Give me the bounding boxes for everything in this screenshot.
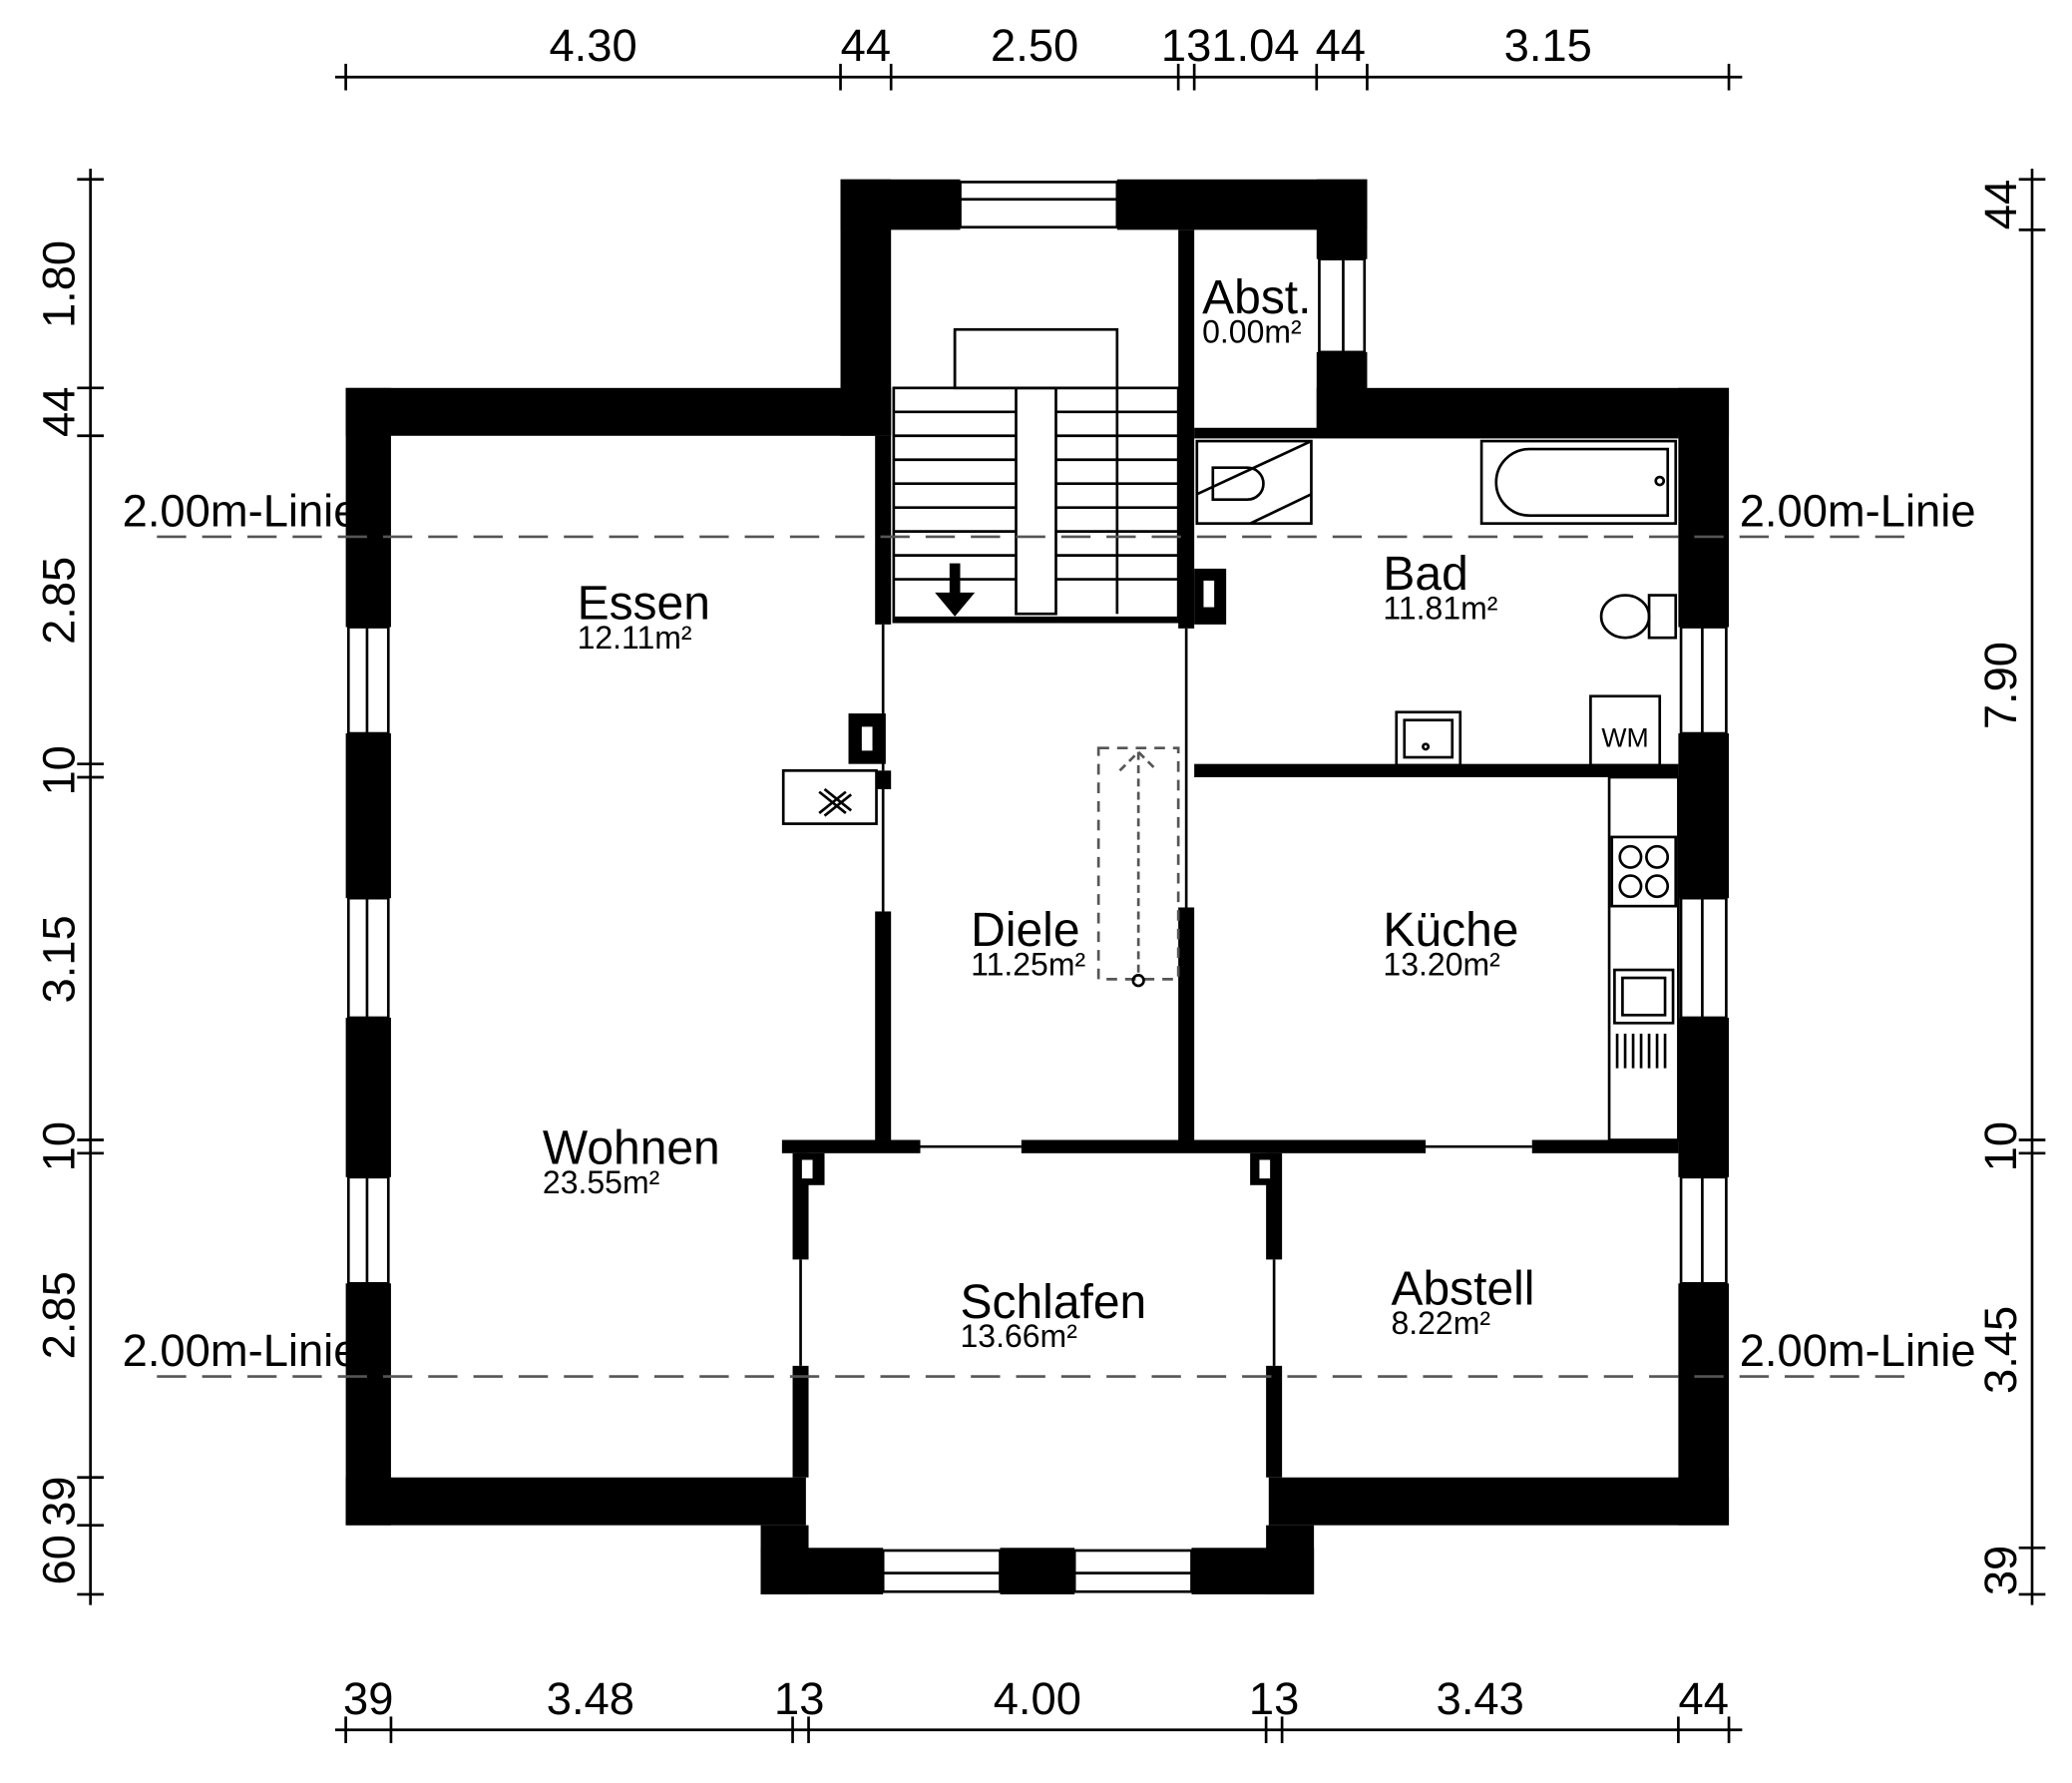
- room-name-bad: Bad: [1383, 548, 1467, 601]
- height-line-label-top-right: 2.00m-Linie: [1740, 485, 1976, 536]
- room-name-diele: Diele: [971, 904, 1079, 957]
- room-labels: Essen 12.11m² Wohnen 23.55m² Diele 11.25…: [543, 271, 1535, 1354]
- dim-left-3: 2.85: [34, 557, 85, 645]
- dim-top-6: 44: [1316, 20, 1366, 71]
- dim-top-7: 3.15: [1504, 20, 1592, 71]
- room-name-essen: Essen: [578, 578, 710, 631]
- washing-machine-label: WM: [1601, 722, 1648, 752]
- dim-bottom-3: 13: [774, 1673, 824, 1724]
- stair-direction-arrow-icon: [935, 563, 976, 617]
- dim-left-7: 2.85: [34, 1271, 85, 1359]
- dim-right-2: 7.90: [1975, 642, 2026, 729]
- dim-left-1: 1.80: [34, 240, 85, 328]
- dim-left-6: 10: [34, 1121, 85, 1171]
- room-name-kueche: Küche: [1383, 904, 1518, 957]
- room-area-abst: 0.00m²: [1202, 314, 1302, 350]
- room-area-diele: 11.25m²: [971, 946, 1085, 982]
- room-area-bad: 11.81m²: [1383, 591, 1497, 627]
- door-openings: [799, 624, 1532, 1366]
- dim-left-5: 3.15: [34, 915, 85, 1003]
- room-name-abstell: Abstell: [1391, 1263, 1534, 1316]
- dim-bottom-7: 44: [1679, 1673, 1729, 1724]
- dim-bottom-4: 4.00: [994, 1673, 1081, 1724]
- room-name-schlafen: Schlafen: [961, 1276, 1147, 1329]
- bathroom-fixtures: WM: [1195, 439, 1678, 767]
- dim-right-4: 3.45: [1975, 1306, 2026, 1394]
- dimension-right: 44 7.90 10 3.45 39: [1975, 169, 2046, 1605]
- dim-top-1: 4.30: [549, 20, 636, 71]
- height-line-label-top-left: 2.00m-Linie: [123, 485, 359, 536]
- stair-treads: [893, 387, 1179, 615]
- dim-left-2: 44: [34, 387, 85, 437]
- outer-walls: [345, 179, 1730, 1594]
- inner-walls: [781, 229, 1679, 1478]
- dim-top-2: 44: [841, 20, 891, 71]
- room-name-abst: Abst.: [1202, 271, 1311, 324]
- room-area-abstell: 8.22m²: [1391, 1305, 1490, 1341]
- dim-bottom-2: 3.48: [547, 1673, 634, 1724]
- dim-top-5: 1.04: [1211, 20, 1299, 71]
- dimension-top: 4.30 44 2.50 13 1.04 44 3.15: [334, 20, 1743, 91]
- room-area-kueche: 13.20m²: [1383, 946, 1500, 982]
- windows: [346, 181, 1728, 1593]
- height-line-label-bottom-right: 2.00m-Linie: [1740, 1325, 1976, 1376]
- dim-left-8: 39: [34, 1477, 85, 1527]
- room-name-wohnen: Wohnen: [543, 1122, 720, 1175]
- dim-right-5: 39: [1975, 1546, 2026, 1595]
- stove-symbol: [781, 768, 878, 825]
- dim-bottom-5: 13: [1249, 1673, 1299, 1724]
- dim-top-3: 2.50: [991, 20, 1078, 71]
- dim-bottom-6: 3.43: [1437, 1673, 1524, 1724]
- dim-left-4: 10: [34, 745, 85, 795]
- kitchen-fixtures: [1607, 775, 1680, 1141]
- dim-top-4: 13: [1161, 20, 1211, 71]
- dim-right-3: 10: [1975, 1121, 2026, 1171]
- dim-left-9: 60: [34, 1535, 85, 1584]
- dim-right-1: 44: [1975, 180, 2026, 229]
- dimension-left: 1.80 44 2.85 10 3.15 10 2.85 39 60: [34, 169, 104, 1605]
- staircase: [892, 327, 1180, 624]
- attic-hatch: [1096, 746, 1180, 988]
- room-area-schlafen: 13.66m²: [961, 1318, 1078, 1354]
- dim-bottom-1: 39: [343, 1673, 393, 1724]
- drainboard: [1615, 1033, 1667, 1069]
- dimension-bottom: 39 3.48 13 4.00 13 3.43 44: [334, 1673, 1743, 1744]
- height-line-label-bottom-left: 2.00m-Linie: [123, 1325, 359, 1376]
- room-area-essen: 12.11m²: [578, 620, 692, 656]
- height-lines: 2.00m-Linie 2.00m-Linie 2.00m-Linie 2.00…: [123, 485, 1976, 1378]
- room-area-wohnen: 23.55m²: [543, 1164, 660, 1200]
